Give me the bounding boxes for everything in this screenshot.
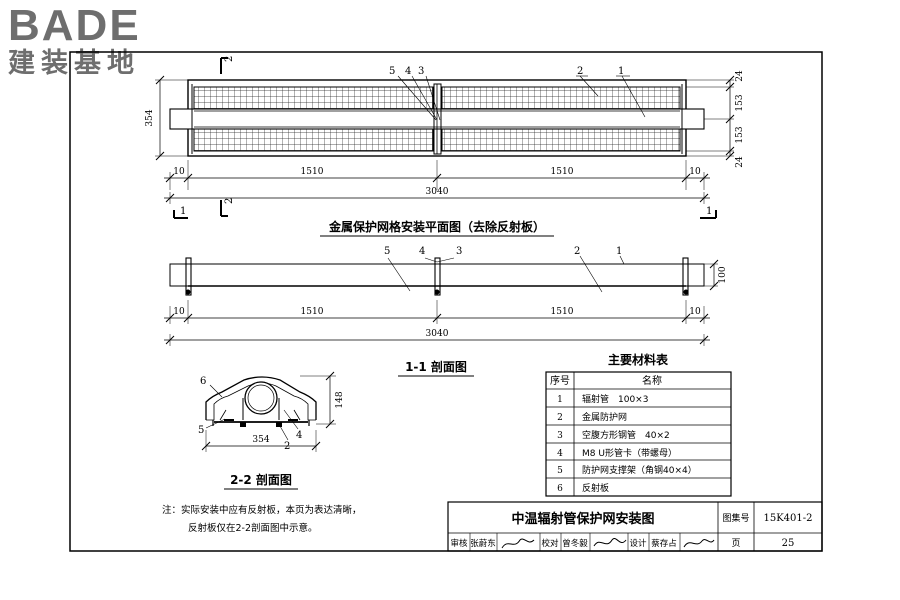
section-mark-2: 2 — [224, 56, 235, 62]
plan-right-dim: 153 — [735, 126, 745, 143]
plan-callout-5: 5 — [389, 66, 395, 77]
s22-height-dim: 148 — [335, 391, 345, 408]
review-name: 张蔚东 — [470, 538, 496, 549]
check-name: 曾冬毅 — [562, 538, 588, 549]
plan-view: 5 4 3 2 1 354 24 153 153 24 — [145, 56, 745, 237]
plan-dim: 10 — [173, 167, 185, 177]
s22-callout-4: 4 — [296, 430, 302, 441]
s11-height-dim: 100 — [718, 266, 728, 283]
check-label: 校对 — [541, 538, 559, 549]
plan-right-dim: 153 — [735, 94, 745, 111]
plan-title: 金属保护网格安装平面图（去除反射板） — [328, 219, 545, 234]
plan-right-dim: 24 — [735, 70, 745, 82]
materials-row-name: M8 U形管卡（带螺母） — [582, 447, 677, 459]
plan-total-dim: 3040 — [426, 187, 449, 197]
section-mark-2: 2 — [224, 198, 235, 204]
s22-callout-5: 5 — [198, 425, 204, 436]
materials-header-no: 序号 — [550, 374, 570, 387]
plan-dim: 1510 — [301, 167, 324, 177]
materials-table: 主要材料表 序号 名称 1 辐射管 100×3 2 金属防护网 3 空腹方形钢管… — [545, 352, 732, 497]
materials-header-name: 名称 — [642, 374, 662, 387]
section-mark-1: 1 — [706, 206, 712, 217]
materials-title: 主要材料表 — [608, 352, 669, 367]
design-name: 蔡存占 — [651, 538, 677, 549]
s11-callout-3: 3 — [456, 246, 462, 257]
s11-callout-4: 4 — [419, 246, 425, 257]
review-label: 审核 — [450, 538, 468, 549]
materials-row-no: 6 — [557, 484, 563, 494]
s11-dim: 10 — [689, 307, 701, 317]
s11-dim: 10 — [173, 307, 185, 317]
s11-dim: 1510 — [301, 307, 324, 317]
plan-height-dim: 354 — [145, 109, 155, 126]
center-support — [433, 83, 442, 155]
atlas-number: 15K401-2 — [763, 513, 812, 524]
s22-callout-2: 2 — [284, 441, 290, 452]
materials-row-no: 2 — [557, 413, 563, 423]
plan-callout-2: 2 — [577, 66, 583, 77]
s11-dim: 1510 — [551, 307, 574, 317]
s11-callout-5: 5 — [384, 246, 390, 257]
title-block: 中温辐射管保护网安装图 图集号 15K401-2 页 25 审核 张蔚东 校对 … — [447, 501, 823, 552]
plan-callout-1: 1 — [618, 66, 624, 77]
logo: BADE 建装基地 — [8, 4, 141, 80]
sheet-border — [69, 51, 823, 552]
materials-row-no: 4 — [557, 449, 563, 459]
s11-callout-2: 2 — [574, 246, 580, 257]
logo-brand: BADE — [8, 1, 141, 50]
s11-total-dim: 3040 — [426, 329, 449, 339]
section-tube — [169, 263, 705, 287]
drawing-title: 中温辐射管保护网安装图 — [511, 511, 654, 527]
review-signature — [501, 538, 535, 549]
plan-dim: 10 — [689, 167, 701, 177]
note-line-1: 注：实际安装中应有反射板，本页为表达清晰， — [162, 504, 362, 516]
logo-subtitle: 建装基地 — [8, 48, 140, 79]
design-signature — [683, 539, 715, 548]
page-label: 页 — [731, 538, 740, 549]
materials-row-name: 反射板 — [582, 482, 609, 494]
design-label: 设计 — [629, 538, 647, 549]
reflector-plate — [205, 376, 317, 420]
tube-section — [244, 381, 278, 415]
plan-dim: 1510 — [551, 167, 574, 177]
materials-row-name: 空腹方形钢管 40×2 — [582, 429, 670, 441]
section-2-2: 6 5 4 2 354 148 2-2 剖面图 — [198, 371, 345, 490]
s22-width-dim: 354 — [252, 435, 269, 445]
materials-row-no: 3 — [557, 431, 563, 441]
s22-callout-6: 6 — [200, 376, 206, 387]
page-number: 25 — [782, 538, 795, 549]
materials-row-no: 1 — [557, 395, 563, 405]
section-2-2-title: 2-2 剖面图 — [230, 472, 292, 487]
materials-row-name: 金属防护网 — [582, 411, 627, 423]
note-line-2: 反射板仅在2-2剖面图中示意。 — [188, 522, 318, 534]
plan-callout-3: 3 — [418, 66, 424, 77]
materials-row-no: 5 — [557, 466, 563, 476]
check-signature — [593, 538, 627, 547]
plan-right-dim: 24 — [735, 156, 745, 168]
s11-callout-1: 1 — [616, 246, 622, 257]
section-1-1-title: 1-1 剖面图 — [405, 359, 467, 374]
section-mark-1: 1 — [180, 206, 186, 217]
section-1-1: 5 4 3 2 1 100 10 1510 1510 10 3040 — [164, 246, 728, 377]
materials-row-name: 防护网支撑架（角钢40×4） — [582, 464, 697, 476]
plan-callout-4: 4 — [405, 66, 411, 77]
materials-row-name: 辐射管 100×3 — [582, 393, 648, 405]
atlas-label: 图集号 — [722, 512, 749, 524]
